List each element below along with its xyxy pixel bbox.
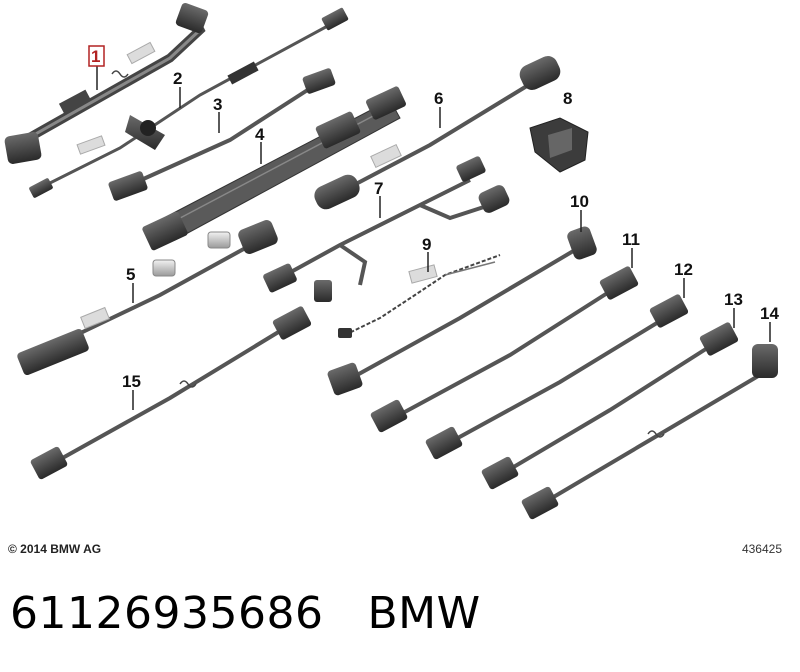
callout-7[interactable]: 7 — [374, 179, 383, 198]
cable-break-marks — [111, 70, 665, 438]
brand-name: BMW — [367, 588, 481, 639]
callout-14[interactable]: 14 — [760, 304, 779, 323]
part-4-ribbon[interactable] — [141, 85, 407, 251]
callout-6[interactable]: 6 — [434, 89, 443, 108]
part-14-coax[interactable] — [521, 344, 778, 520]
callout-12[interactable]: 12 — [674, 260, 693, 279]
part-12-coax[interactable] — [425, 293, 689, 460]
drawing-number: 436425 — [741, 542, 782, 556]
callout-11[interactable]: 11 — [622, 230, 640, 249]
part-3-cable[interactable] — [108, 67, 337, 201]
callout-labels: 1 2 3 4 5 6 7 8 9 10 11 12 13 14 15 — [91, 47, 779, 391]
part-number: 61126935686 — [10, 588, 324, 639]
part-6-cable[interactable] — [311, 53, 564, 213]
leader-lines — [96, 66, 771, 410]
part-2-sensor[interactable] — [125, 115, 165, 150]
parts-diagram: 1 2 3 4 5 6 7 8 9 10 11 12 13 14 15 — [4, 2, 779, 520]
callout-2[interactable]: 2 — [173, 69, 182, 88]
callout-9[interactable]: 9 — [422, 235, 431, 254]
part-8-bracket[interactable] — [529, 117, 589, 173]
part-13-coax[interactable] — [481, 321, 739, 490]
part-10-coax[interactable] — [326, 225, 598, 397]
highlight-box — [88, 45, 105, 67]
callout-8[interactable]: 8 — [563, 89, 572, 108]
part-1-thin-cable — [29, 7, 349, 198]
part-5-cable[interactable] — [16, 218, 280, 376]
part-11-coax[interactable] — [370, 265, 639, 433]
callout-13[interactable]: 13 — [724, 290, 743, 309]
part-7-harness[interactable] — [262, 155, 511, 302]
callout-1[interactable]: 1 — [91, 47, 100, 66]
callout-4[interactable]: 4 — [255, 125, 265, 144]
callout-3[interactable]: 3 — [213, 95, 222, 114]
part-9-wire[interactable] — [338, 254, 501, 338]
callout-15[interactable]: 15 — [122, 372, 141, 391]
footer-caption: 61126935686 BMW — [10, 588, 481, 639]
copyright-text: © 2014 BMW AG — [8, 542, 102, 556]
part-1-cable[interactable] — [4, 2, 209, 165]
callout-10[interactable]: 10 — [570, 192, 589, 211]
part-15-coax[interactable] — [30, 305, 312, 480]
callout-5[interactable]: 5 — [126, 265, 135, 284]
